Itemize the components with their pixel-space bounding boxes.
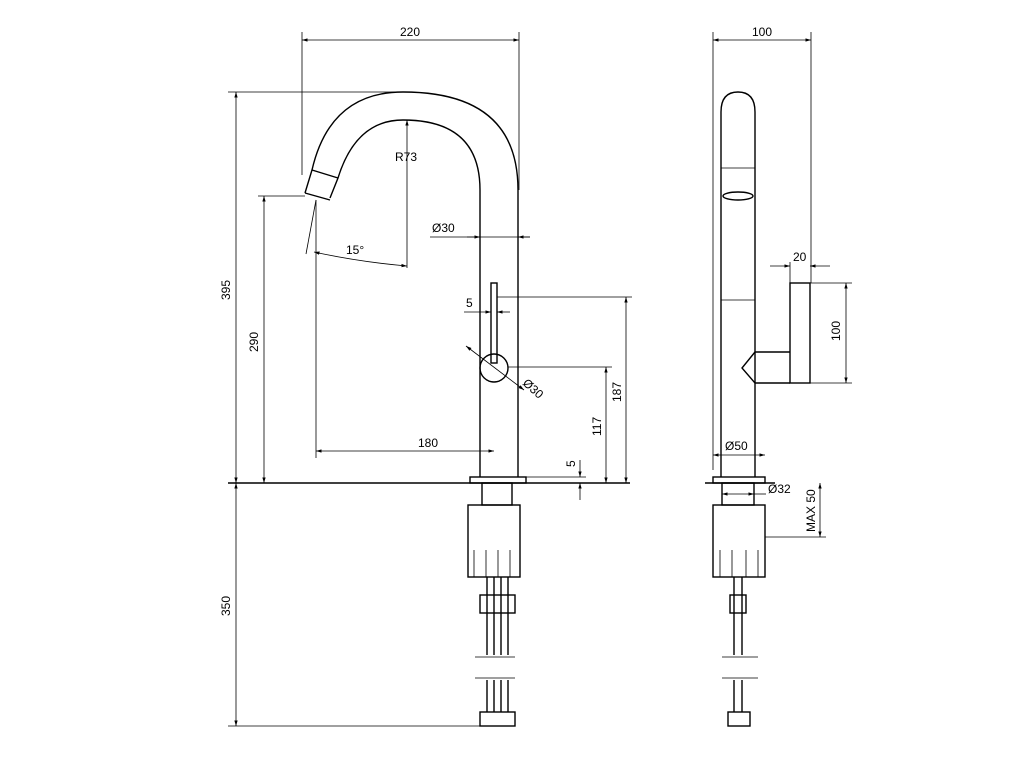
dim-lever-length: 100 [829, 321, 843, 341]
front-fixing-teeth [473, 550, 511, 577]
front-view: 220 395 290 R73 15° Ø30 180 5 Ø30 [219, 25, 632, 727]
dim-shank-diameter: Ø32 [768, 482, 791, 496]
dim-handle-height: 117 [590, 417, 604, 436]
front-shank [481, 482, 513, 506]
dim-tube-diameter: Ø30 [432, 221, 455, 235]
side-body-outline [720, 91, 756, 477]
side-fixing-nut [712, 504, 766, 578]
dim-lever-width: 20 [793, 250, 807, 264]
side-aerator [722, 191, 754, 201]
dim-depth-total: 100 [752, 25, 772, 39]
side-hose-fitting-bottom [727, 711, 751, 727]
dim-handle-diameter: Ø30 [520, 376, 546, 402]
side-hose-break [722, 656, 758, 679]
front-aerator [304, 169, 339, 201]
dim-max-counter: MAX 50 [804, 489, 818, 532]
front-hoses [486, 577, 509, 712]
side-hose-fitting-top [729, 594, 747, 614]
front-fixing-nut [467, 504, 521, 578]
side-hoses [733, 577, 743, 712]
side-fixing-teeth [719, 550, 759, 577]
dim-spout-height: 290 [247, 332, 261, 352]
front-hose-break [475, 656, 515, 679]
side-view: 100 20 100 Ø50 Ø32 MAX 50 [705, 25, 852, 727]
dim-spout-reach: 180 [418, 436, 438, 450]
dim-spout-radius: R73 [395, 150, 417, 164]
front-spout-inner [329, 119, 481, 477]
front-handle-circle [479, 353, 509, 383]
side-lever-connector [741, 351, 790, 384]
front-spout-outline [304, 91, 519, 477]
front-hose-fitting-top [479, 594, 516, 614]
dim-base-diameter: Ø50 [725, 439, 748, 453]
dim-width-total: 220 [400, 25, 420, 39]
front-lever [490, 282, 498, 364]
front-base [469, 476, 527, 484]
dim-lever-thickness: 5 [466, 296, 473, 310]
side-base [712, 476, 766, 484]
dim-below-counter: 350 [219, 596, 233, 616]
dim-base-height: 5 [564, 460, 578, 467]
dim-spout-angle: 15° [346, 243, 364, 257]
dim-height-total: 395 [219, 280, 233, 300]
front-hose-fitting-bottom [479, 711, 516, 727]
dim-lever-height: 187 [610, 382, 624, 402]
side-lever [789, 282, 811, 384]
